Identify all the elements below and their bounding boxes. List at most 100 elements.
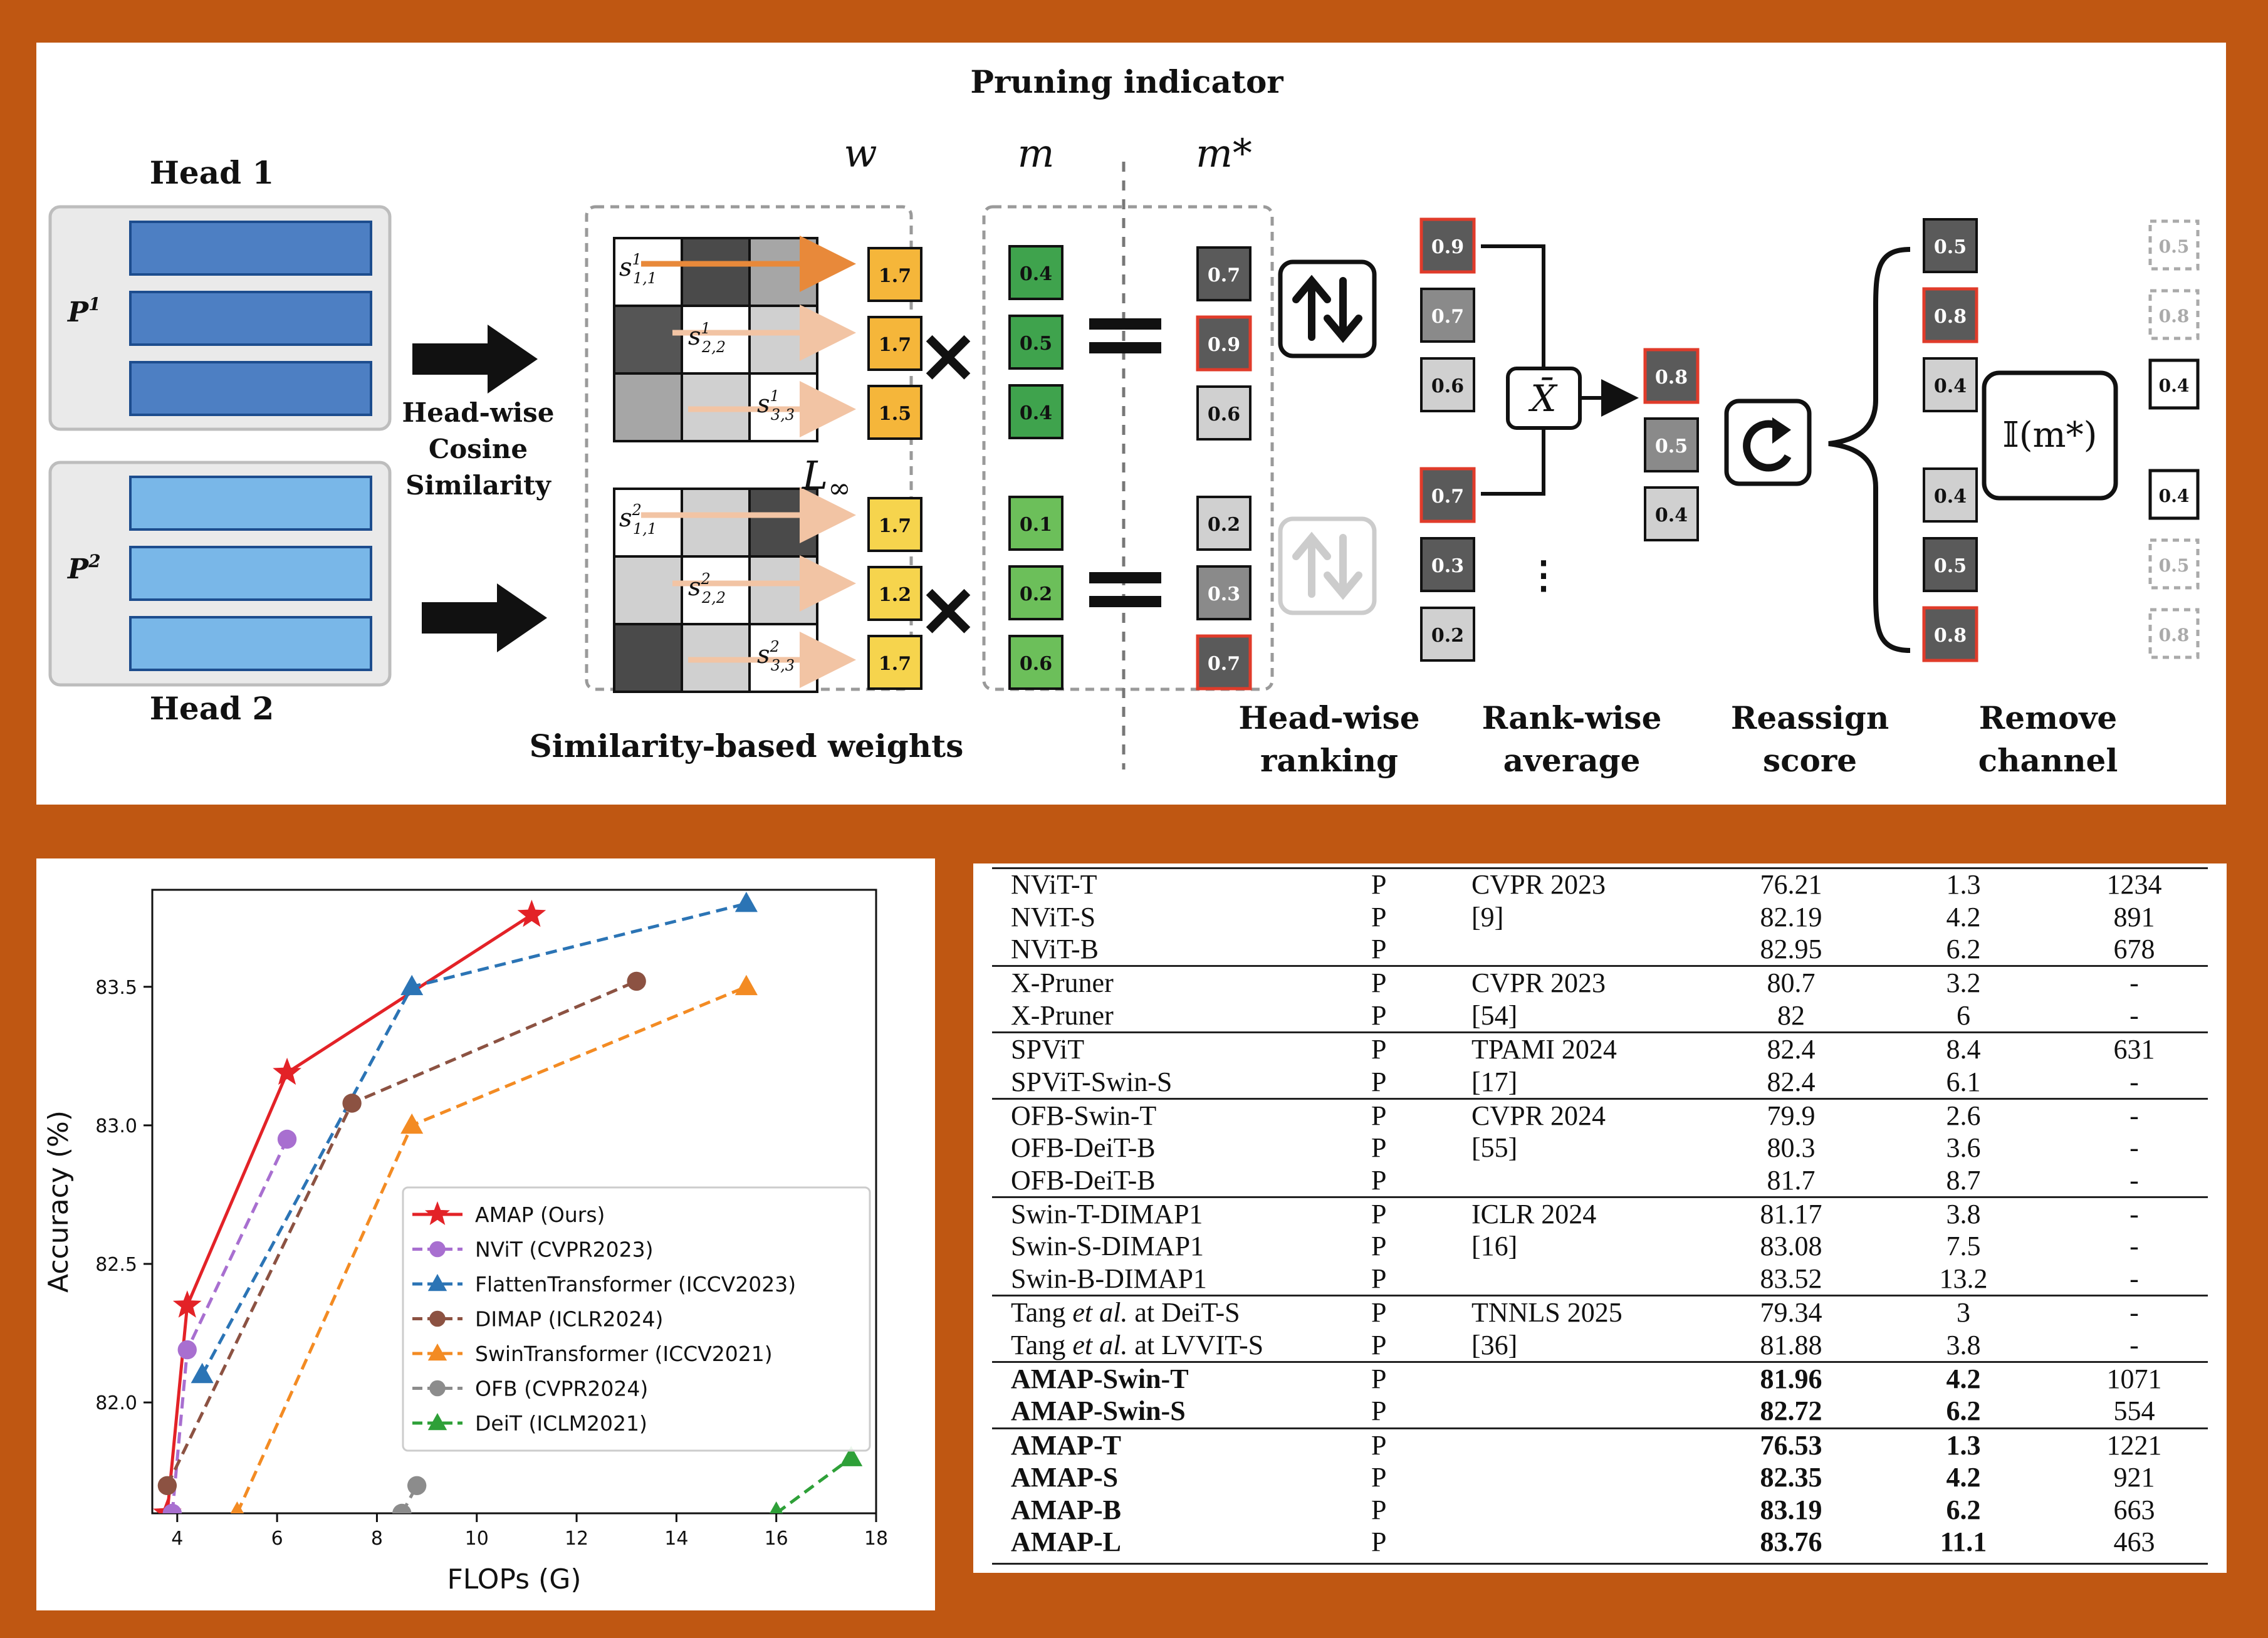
table-cell: 11.1 — [1940, 1526, 1987, 1557]
remove-box: 0.8 — [2148, 289, 2200, 340]
reassign-box: 0.4 — [1923, 467, 1978, 523]
table-cell: 82 — [1777, 999, 1805, 1031]
reassign-box: 0.5 — [1923, 537, 1978, 592]
table-cell: 663 — [2113, 1494, 2155, 1525]
legend-label: NViT (CVPR2023) — [475, 1238, 654, 1262]
table-cell: - — [2130, 1231, 2139, 1262]
remove-box: 0.4 — [2148, 358, 2200, 410]
svg-text:0.7: 0.7 — [1431, 486, 1464, 508]
table-cell: 921 — [2113, 1462, 2155, 1493]
svg-text:1.5: 1.5 — [879, 403, 911, 425]
table-cell: 3.8 — [1946, 1329, 1981, 1360]
indicator-function: 𝕀(m*) — [1982, 370, 2118, 501]
svg-text:0.8: 0.8 — [1934, 306, 1967, 328]
table-cell: P — [1371, 933, 1387, 964]
svg-text:0.1: 0.1 — [1020, 514, 1052, 536]
legend-box — [402, 1186, 871, 1452]
data-point — [230, 1501, 244, 1513]
remove-box: 0.4 — [2148, 469, 2200, 520]
linf-label: L∞ — [802, 452, 851, 504]
x-axis-label: FLOPs (G) — [447, 1563, 582, 1595]
svg-text:0.5: 0.5 — [2159, 236, 2190, 257]
m-box: 0.5 — [1008, 315, 1063, 370]
data-point — [177, 1340, 197, 1360]
table-cell: - — [2130, 1329, 2139, 1360]
table-cell: P — [1371, 1462, 1387, 1493]
series-line — [775, 1456, 852, 1513]
table-cell: Tang et al. at LVVIT-S — [1011, 1329, 1264, 1360]
table-cell: P — [1371, 1329, 1387, 1360]
table-cell: 6.2 — [1946, 933, 1981, 964]
table-cell: P — [1371, 1263, 1387, 1294]
svg-text:0.2: 0.2 — [1020, 583, 1052, 605]
table-cell: 82.4 — [1716, 1031, 1866, 1066]
table-cell: SPViT — [992, 1031, 1371, 1066]
x-tick-label: 6 — [271, 1528, 283, 1550]
svg-text:0.8: 0.8 — [1934, 625, 1967, 647]
table-cell: 82.4 — [1767, 1066, 1816, 1097]
table-cell: 83.19 — [1760, 1494, 1822, 1525]
table-cell: P — [1371, 1164, 1387, 1196]
times-symbol: × — [917, 312, 980, 399]
svg-text:0.3: 0.3 — [1431, 555, 1464, 577]
times-symbol: × — [917, 566, 980, 653]
table-cell: - — [2061, 1295, 2208, 1329]
table-cell: 76.21 — [1760, 869, 1822, 900]
table-cell: AMAP-L — [1011, 1526, 1121, 1557]
head1-label: Head 1 — [150, 154, 274, 191]
table-cell: P — [1371, 1494, 1387, 1525]
data-point — [734, 974, 758, 996]
data-point — [273, 1057, 301, 1085]
table-cell: 3 — [1866, 1295, 2061, 1329]
ellipsis: ⋮ — [1525, 553, 1562, 597]
arrow-icon — [412, 325, 538, 394]
average-icon: X̄ — [1506, 367, 1582, 430]
table-cell: P — [1371, 1097, 1471, 1132]
refresh-icon — [1724, 399, 1812, 486]
table-cell: 6.2 — [1946, 1494, 1981, 1525]
data-point — [162, 1503, 182, 1513]
table-cell: 81.7 — [1767, 1164, 1816, 1196]
table-cell: - — [2130, 1066, 2139, 1097]
svg-text:0.3: 0.3 — [1208, 583, 1240, 605]
table-cell: 1.3 — [1866, 1427, 2061, 1462]
table-cell: AMAP-B — [1011, 1494, 1121, 1525]
table-cell — [1471, 933, 1716, 966]
table-cell: 3.6 — [1946, 1132, 1981, 1164]
brace — [1828, 247, 1911, 653]
legend-marker — [427, 1274, 447, 1291]
p2-label: P2 — [66, 551, 101, 585]
table-cell — [1471, 1164, 1716, 1197]
y-axis-label: Accuracy (%) — [43, 1110, 75, 1293]
head1-bar — [129, 291, 372, 346]
table-cell: 8.7 — [1946, 1164, 1981, 1196]
mstar-box: 0.3 — [1196, 565, 1252, 620]
data-point — [407, 1476, 427, 1495]
table-cell: X-Pruner — [1011, 999, 1114, 1031]
x-tick-label: 10 — [465, 1528, 489, 1550]
table-cell: 678 — [2113, 933, 2155, 964]
reassign-box: 0.8 — [1922, 287, 1978, 343]
table-cell: 83.08 — [1760, 1231, 1822, 1262]
table-cell: 3.8 — [1866, 1196, 2061, 1231]
equals-symbol — [1089, 572, 1161, 607]
table-cell: 83.76 — [1760, 1526, 1822, 1557]
table-cell: 463 — [2113, 1526, 2155, 1557]
average-box: 0.8 — [1643, 348, 1700, 404]
table-cell: - — [2130, 999, 2139, 1031]
